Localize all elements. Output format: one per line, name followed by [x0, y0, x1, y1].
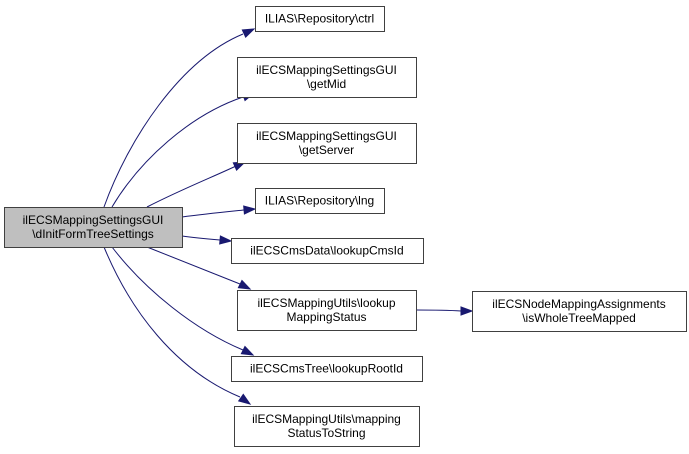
node-label-line: ilECSCmsData\lookupCmsId: [250, 244, 403, 258]
edge-src-to-getServer: [146, 161, 247, 208]
node-label-line: \isWholeTreeMapped: [522, 311, 636, 325]
edge-line: [181, 235, 221, 241]
arrowhead-icon: [237, 279, 252, 290]
arrowhead-icon: [243, 205, 257, 215]
edge-line: [111, 96, 244, 208]
edge-src-to-lookupCmsId: [181, 235, 233, 245]
node-label-line: ILIAS\Repository\lng: [265, 194, 374, 208]
node-lng[interactable]: ILIAS\Repository\lng: [255, 188, 385, 214]
node-isWholeTreeMapped[interactable]: ilECSNodeMappingAssignments\isWholeTreeM…: [472, 291, 687, 332]
arrowhead-icon: [219, 235, 233, 245]
node-box: [255, 188, 385, 214]
node-label-line: ilECSMappingSettingsGUI: [256, 129, 397, 143]
edge-line: [146, 246, 241, 285]
node-box: [4, 207, 183, 248]
node-label-line: ilECSMappingUtils\lookup: [257, 296, 395, 310]
edge-line: [111, 246, 244, 351]
arrowhead-icon: [237, 393, 252, 405]
node-label-line: ilECSNodeMappingAssignments: [492, 297, 665, 311]
node-getServer[interactable]: ilECSMappingSettingsGUI\getServer: [237, 123, 417, 164]
edge-src-to-lng: [181, 205, 257, 218]
node-box: [234, 406, 420, 447]
node-box: [472, 291, 687, 332]
node-label-line: ilECSCmsTree\lookupRootId: [250, 362, 403, 376]
node-label-line: ilECSMappingUtils\mapping: [252, 412, 401, 426]
node-box: [231, 356, 423, 382]
edge-src-to-lookupMappingStatus: [146, 246, 252, 290]
node-box: [237, 123, 417, 164]
edge-line: [103, 246, 241, 398]
edge-line: [415, 309, 462, 312]
node-label-line: MappingStatus: [286, 310, 366, 324]
node-ctrl[interactable]: ILIAS\Repository\ctrl: [255, 6, 385, 32]
edge-lookupMappingStatus-to-isWholeTreeMapped: [415, 306, 474, 316]
edge-src-to-ctrl: [103, 28, 256, 208]
node-lookupCmsId[interactable]: ilECSCmsData\lookupCmsId: [231, 238, 424, 264]
node-box: [237, 290, 417, 331]
node-label-line: \dInitFormTreeSettings: [32, 227, 154, 241]
node-box: [255, 6, 385, 32]
node-label-line: ilECSMappingSettingsGUI: [256, 63, 397, 77]
edge-line: [181, 209, 245, 218]
arrowhead-icon: [460, 306, 474, 316]
node-getMid[interactable]: ilECSMappingSettingsGUI\getMid: [237, 57, 417, 98]
edge-src-to-lookupRootId: [111, 246, 255, 356]
node-label-line: ilECSMappingSettingsGUI: [23, 213, 164, 227]
node-label-line: \getMid: [307, 77, 346, 91]
node-label-line: ILIAS\Repository\ctrl: [265, 12, 374, 26]
node-box: [231, 238, 424, 264]
node-label-line: StatusToString: [287, 426, 365, 440]
node-src[interactable]: ilECSMappingSettingsGUI\dInitFormTreeSet…: [4, 207, 183, 248]
arrowhead-icon: [241, 28, 256, 39]
node-box: [237, 57, 417, 98]
arrowhead-icon: [240, 345, 255, 356]
node-lookupRootId[interactable]: ilECSCmsTree\lookupRootId: [231, 356, 423, 382]
edge-line: [103, 33, 244, 208]
node-label-line: \getServer: [299, 143, 354, 157]
edge-src-to-mappingStatusToString: [103, 246, 252, 405]
edge-line: [146, 165, 237, 208]
